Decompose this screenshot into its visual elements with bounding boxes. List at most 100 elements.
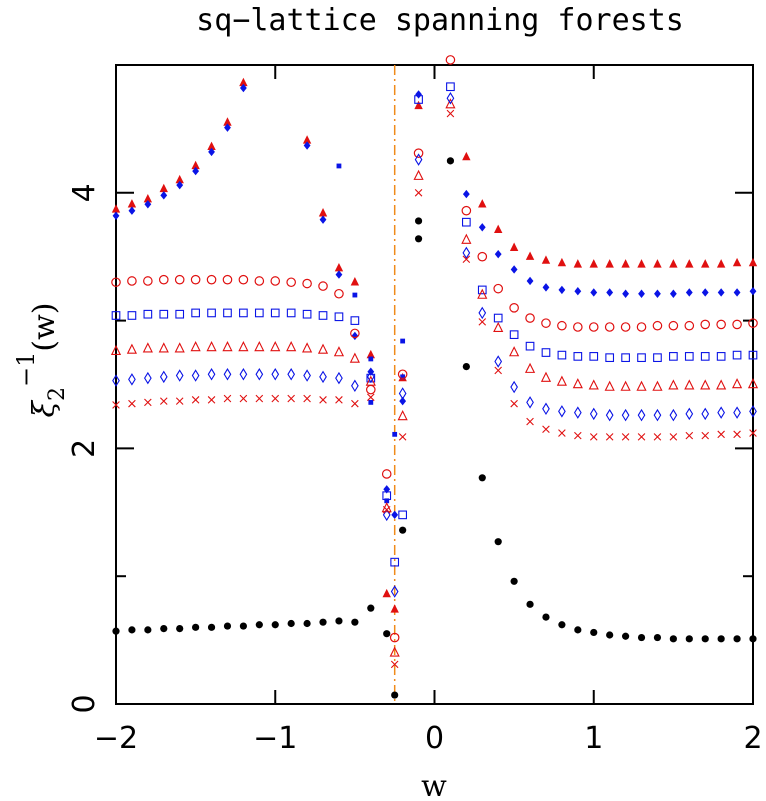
data-point-diamond-open [175,369,184,382]
data-point-circle-open [445,55,456,65]
data-point-triangle-filled [159,183,168,193]
data-point-circle-open [573,322,583,332]
data-point-cross [382,505,391,514]
svg-text:ξ2−1(w): ξ2−1(w) [12,302,70,417]
data-point-diamond-open [335,371,343,385]
data-point-triangle-open [747,378,759,389]
data-point-triangle-filled [605,259,614,268]
data-point-diamond-filled [351,331,359,341]
data-point-dot [367,604,375,612]
data-point-circle-open [350,328,360,339]
data-point-diamond-filled [240,83,247,93]
data-point-square-filled-small [392,431,398,437]
x-tick-label: −2 [94,721,138,756]
data-point-diamond-open [749,405,757,418]
data-point-cross [367,393,375,402]
data-point-triangle-filled [366,349,375,359]
data-point-dot [653,633,662,642]
data-point-cross [144,398,152,407]
data-point-circle-open [143,276,153,286]
data-point-triangle-open [238,341,249,352]
data-point-square-open [159,309,169,319]
data-point-diamond-open [303,369,311,382]
data-point-dot [239,622,247,630]
data-point-circle-open [206,274,217,285]
data-point-triangle-open [397,410,408,421]
data-point-square-open [461,217,471,227]
data-point-circle-open [509,303,519,313]
data-point-diamond-filled [391,510,399,520]
data-point-circle-open [286,277,296,288]
data-point-dot [446,157,455,165]
data-point-square-open [390,557,400,567]
data-point-diamond-open [510,380,518,394]
data-point-triangle-filled [557,257,567,267]
data-point-diamond-open [462,246,471,260]
data-point-circle-open [174,274,185,285]
data-point-triangle-open [126,343,138,354]
data-point-square-filled-small [336,163,342,169]
data-point-diamond-filled [478,223,486,232]
data-point-diamond-open [621,408,630,422]
data-point-cross [558,429,566,437]
data-point-square-filled-small [352,292,358,298]
data-point-triangle-filled [478,199,487,208]
data-point-dot [558,621,566,629]
data-point-dot [303,619,311,628]
data-point-dot [414,217,423,225]
data-point-square-open [191,308,200,318]
data-point-triangle-filled [509,242,519,251]
data-point-triangle-open [174,342,185,353]
data-point-cross [589,433,598,441]
data-point-diamond-filled [319,215,327,224]
data-point-circle-open [668,320,679,331]
data-point-triangle-open [445,98,456,109]
y-axis-label-sub: 2 [45,387,70,401]
data-point-cross [239,394,248,403]
data-point-dot [574,626,582,634]
data-point-diamond-filled [176,180,184,190]
y-tick-label: 0 [67,694,102,713]
data-point-diamond-filled [749,287,757,296]
data-point-triangle-open [509,346,520,357]
data-point-cross [271,394,280,403]
data-point-triangle-filled [573,259,583,268]
data-point-diamond-filled [638,289,645,298]
y-tick-label: 2 [67,439,102,458]
data-point-dot [319,618,327,626]
data-point-diamond-filled [399,396,407,406]
data-point-dot [192,623,200,631]
data-point-circle-open [365,384,376,395]
data-point-dot [526,600,534,608]
data-point-dot [160,624,168,633]
data-point-cross [685,431,694,440]
data-point-triangle-filled [175,174,184,184]
data-point-cross [303,394,311,403]
data-point-square-open [748,350,758,360]
data-point-diamond-open [669,408,678,422]
data-point-diamond-open [637,408,646,422]
x-tick-label: 2 [743,721,762,756]
data-point-square-open [207,308,216,318]
data-point-square-open [684,352,694,361]
data-point-circle-open [238,274,249,285]
data-point-diamond-filled [701,288,709,297]
data-point-diamond-filled [160,191,168,200]
data-point-triangle-filled [111,204,121,213]
data-point-diamond-filled [224,123,231,132]
data-point-triangle-open [556,375,567,386]
data-point-triangle-filled [318,208,328,217]
data-point-diamond-filled [510,265,518,274]
data-point-circle-open [334,288,344,299]
data-point-dot [669,635,677,643]
data-point-diamond-open [112,374,120,387]
data-point-cross [207,396,216,404]
data-point-dot [128,626,136,634]
data-point-dot [733,635,741,643]
data-point-diamond-open [223,368,232,381]
data-point-diamond-open [351,379,359,393]
data-point-cross [128,399,136,408]
data-point-dot [391,691,399,699]
data-point-triangle-open [270,341,281,352]
